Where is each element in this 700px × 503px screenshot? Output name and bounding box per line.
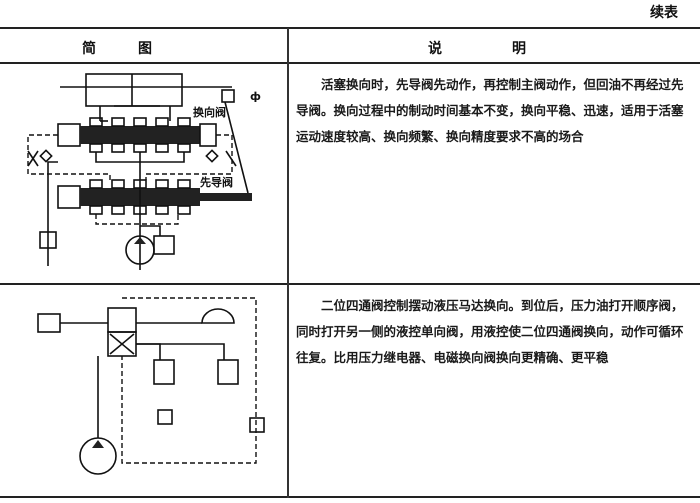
pilot-operated-reversing-circuit-diagram: ф 换向阀 先导阀 [27,73,261,270]
header-description: 说 明 [428,41,526,57]
reversing-valve-label: 换向阀 [193,105,226,119]
row-divider [0,283,700,285]
table-bottom-border [0,496,700,498]
continued-label: 续表 [650,5,678,21]
swing-motor-reversing-circuit-diagram [37,297,265,475]
table-top-border [0,27,700,29]
row1-description: 活塞换向时，先导阀先动作，再控制主阀动作，但回油不再经过先导阀。换向过程中的制动… [296,77,684,144]
cam-icon: ф [250,90,261,103]
pilot-valve-label: 先导阀 [200,175,233,189]
header-divider [0,62,700,64]
header-diagram: 简 图 [82,41,152,57]
row2-description: 二位四通阀控制摆动液压马达换向。到位后，压力油打开顺序阀，同时打开另一侧的液控单… [296,298,684,365]
column-divider [287,28,289,498]
